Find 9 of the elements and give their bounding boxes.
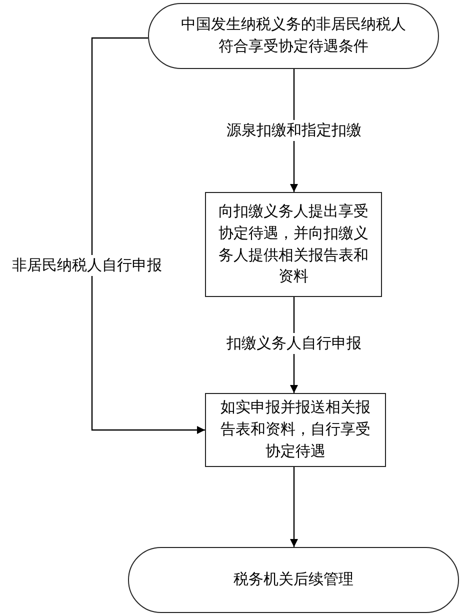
edge-label: 非居民纳税人自行申报 <box>10 254 164 276</box>
edge-label: 扣缴义务人自行申报 <box>224 332 364 354</box>
arrow <box>91 37 205 434</box>
process-box: 如实申报并报送相关报告表和资料，自行享受协定待遇 <box>205 393 386 467</box>
arrow <box>290 467 298 547</box>
process-box: 向扣缴义务人提出享受协定待遇，并向扣缴义务人提供相关报告表和资料 <box>205 192 382 297</box>
edge-label: 源泉扣缴和指定扣缴 <box>224 120 364 140</box>
terminal-box: 税务机关后续管理 <box>128 547 459 613</box>
terminal-box: 中国发生纳税义务的非居民纳税人符合享受协定待遇条件 <box>148 3 439 69</box>
